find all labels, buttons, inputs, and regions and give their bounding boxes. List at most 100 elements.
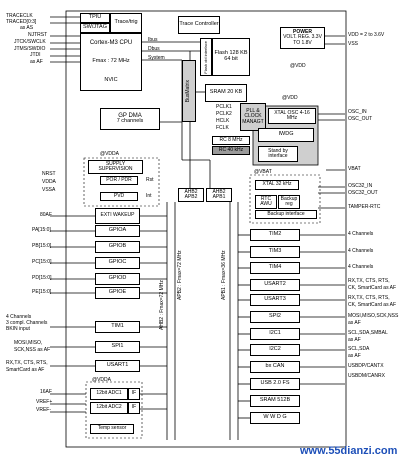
adc2-if-label: IF xyxy=(131,404,137,411)
vdd-domain-label: @VDD xyxy=(290,63,306,69)
vdda-label: VDDA xyxy=(42,179,56,185)
ahb2apb2-label: AHB2 APB2 xyxy=(184,188,198,200)
int-label: Int xyxy=(146,193,152,199)
pvd-block: PVD xyxy=(100,192,138,201)
pin-traceclk: TRACECLK xyxy=(6,13,33,19)
i2c1-label: I2C1 xyxy=(269,330,281,337)
pin-jtck: JTCK/SWCLK xyxy=(14,39,46,45)
fclk-label: FCLK xyxy=(216,125,229,131)
sram-label: SRAM 20 KB xyxy=(209,89,243,96)
usart2-label: USART2 xyxy=(264,281,286,288)
xtal-osc-block: XTAL OSC 4-16 MHz xyxy=(268,108,316,124)
tamper-label: TAMPER-RTC xyxy=(348,204,381,210)
i2c2-label: I2C2 xyxy=(269,346,281,353)
vbat-domain-label: @VBAT xyxy=(254,169,272,175)
flash-obl-block: Flash obl interface xyxy=(200,38,212,76)
tim4-channels: 4 Channels xyxy=(348,264,374,270)
usart3-signals-2: CK, SmartCard as AF xyxy=(348,302,397,308)
tim1-label: TIM1 xyxy=(111,323,124,330)
gpiod-label: GPIOD xyxy=(108,275,127,282)
standby-label: Stand by interface xyxy=(268,147,288,159)
tim2-block: TIM2 xyxy=(250,229,300,241)
supply-supervision-block: SUPPLY SUPERVISION xyxy=(88,160,143,174)
adc2-label: 12bit ADC2 xyxy=(96,404,122,411)
pclk2-label: PCLK2 xyxy=(216,111,232,117)
trace-trig-block: Trace/trig xyxy=(110,13,142,33)
trace-controller-label: Trace Controller xyxy=(179,21,219,28)
tim1-compl-label: 3 compl. Channels xyxy=(6,320,48,326)
tim1-bkin-label: BKIN input xyxy=(6,326,30,332)
power-title: POWER xyxy=(293,29,312,36)
i2c2-block: I2C2 xyxy=(250,344,300,356)
vdd-range-label: VDD = 2 to 3.6V xyxy=(348,32,385,38)
backup-interface-label: Backup interface xyxy=(267,210,305,217)
i2c1-signals-2: as AF xyxy=(348,337,361,343)
tim3-label: TIM3 xyxy=(268,248,282,255)
rc40-block: RC 40 kHz xyxy=(212,146,250,155)
pb-label: PB[15:0] xyxy=(32,243,52,249)
usart1-rxtx-label: RX,TX, CTS, RTS, xyxy=(6,360,48,366)
apb2-bus-label-2: APB2 : Fmax=72 MHz xyxy=(177,250,183,300)
temp-sensor-block: Temp sensor xyxy=(90,424,134,434)
volt-reg-label: VOLT. REG. 3.3V TO 1.8V xyxy=(283,34,322,46)
power-block: POWER VOLT. REG. 3.3V TO 1.8V xyxy=(280,27,325,49)
usart2-block: USART2 xyxy=(250,279,300,291)
flash-label: Flash 128 KB xyxy=(214,50,248,57)
af80-label: 80AF xyxy=(40,212,52,218)
dbus-label: Dbus xyxy=(148,46,160,52)
xtal32-label: XTAL 32 kHz xyxy=(262,181,292,188)
hclk-label: HCLK xyxy=(216,118,230,124)
gpioe-block: GPIOE xyxy=(95,287,140,299)
usart1-smartcard-label: SmartCard as AF xyxy=(6,367,45,373)
trace-trig-label: Trace/trig xyxy=(114,19,138,26)
usart2-signals-1: RX,TX, CTS, RTS, xyxy=(348,278,390,284)
gpioe-label: GPIOE xyxy=(108,289,127,296)
xtal32-block: XTAL 32 kHz xyxy=(255,180,299,190)
sram-block: SRAM 20 KB xyxy=(205,84,247,102)
por-pdr-block: POR / PDR xyxy=(100,176,138,185)
gpiod-block: GPIOD xyxy=(95,273,140,285)
swjtag-block: SW/JTAG xyxy=(80,23,110,33)
system-label: System xyxy=(148,55,165,61)
spi1-block: SPI1 xyxy=(95,341,140,353)
gpioa-label: GPIOA xyxy=(108,227,127,234)
vss-label: VSS xyxy=(348,41,359,47)
usart1-label: USART1 xyxy=(106,362,129,369)
vref-minus-label: VREF- xyxy=(36,407,51,413)
vref-plus-label: VREF+ xyxy=(36,399,53,405)
tim1-block: TIM1 xyxy=(95,321,140,333)
adc1-if-label: IF xyxy=(131,390,137,397)
osc32-in-label: OSC32_IN xyxy=(348,183,373,189)
apb1-bus-label: APB1 : Fmax=36 MHz xyxy=(221,250,227,300)
ahb2apb2-block: AHB2 APB2 xyxy=(178,188,204,202)
spi1-mosi-label: MOSI,MISO, xyxy=(14,340,43,346)
sram512-label: SRAM 512B xyxy=(259,397,291,404)
wwdg-label: W W D G xyxy=(263,414,287,421)
usbdp-cantx-label: USBDP/CANTX xyxy=(348,363,384,369)
gpiob-block: GPIOB xyxy=(95,241,140,253)
pvd-label: PVD xyxy=(113,192,125,199)
nrst-label: NRST xyxy=(42,171,56,177)
pclk1-label: PCLK1 xyxy=(216,104,232,110)
gpioc-block: GPIOC xyxy=(95,257,140,269)
rtc-block: RTC AWU xyxy=(255,195,277,209)
rtc-label: RTC AWU xyxy=(260,195,272,207)
i2c2-signals-2: as AF xyxy=(348,353,361,359)
ahb2apb1-block: AHB2 APB1 xyxy=(206,188,232,202)
spi2-signals: MOSI,MISO,SCK,NSS xyxy=(348,313,399,319)
usbdm-canrx-label: USBDM/CANRX xyxy=(348,373,385,379)
iwdg-label: IWDG xyxy=(278,131,294,138)
spi1-label: SPI1 xyxy=(111,343,124,350)
osc-out-label: OSC_OUT xyxy=(348,116,373,122)
tim2-channels: 4 Channels xyxy=(348,231,374,237)
ibus-label: Ibus xyxy=(148,37,158,43)
exti-block: EXTI WAKEUP xyxy=(95,208,140,224)
pll-block: PLL & CLOCK MANAGT xyxy=(240,103,266,131)
usb-block: USB 2.0 FS xyxy=(250,378,300,390)
pin-as-as: as AS xyxy=(20,25,34,31)
rst-label: Rst xyxy=(146,177,154,183)
flash-obl-label: Flash obl interface xyxy=(202,40,208,74)
spi2-label: SPI2 xyxy=(269,313,281,320)
backup-interface-block: Backup interface xyxy=(255,210,317,219)
